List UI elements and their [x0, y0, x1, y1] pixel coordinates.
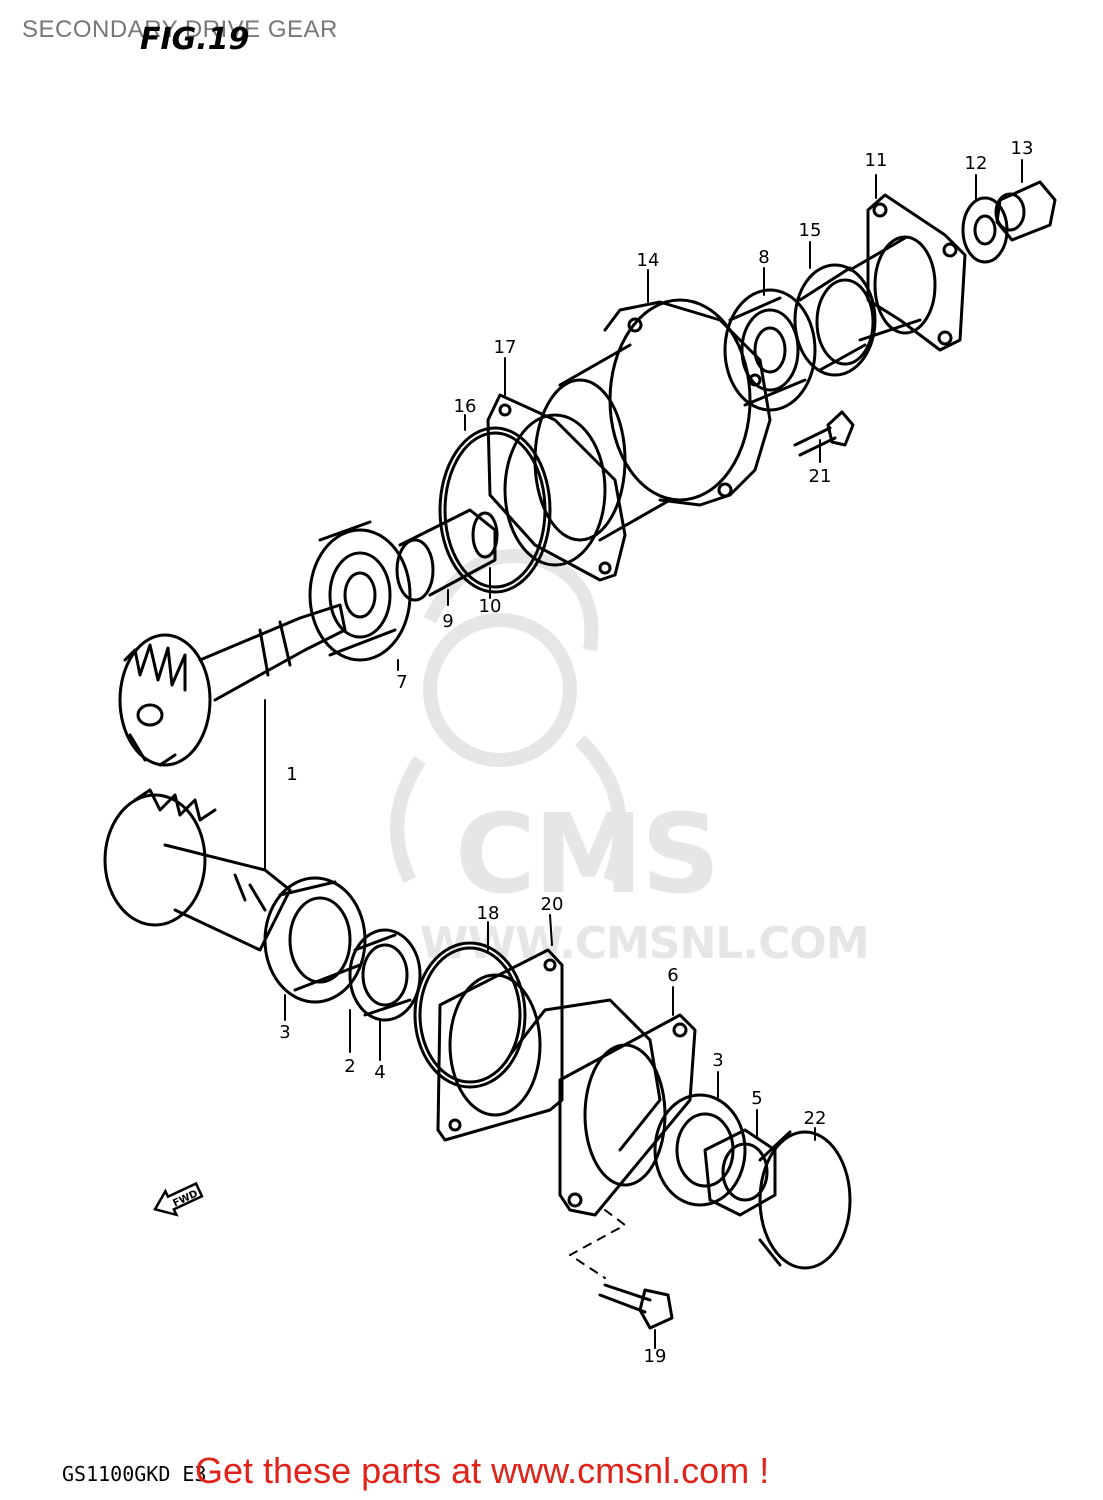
part-19-dashed-leader — [569, 1209, 626, 1279]
callout-4: 4 — [374, 1062, 385, 1083]
part-13-nut — [994, 180, 1057, 242]
callout-18: 18 — [477, 903, 500, 924]
callout-20: 20 — [541, 894, 564, 915]
part-22-cap — [758, 1130, 852, 1270]
part-5-nut — [703, 1128, 777, 1217]
callout-7: 7 — [396, 672, 407, 693]
part-2-4-spacers — [348, 928, 422, 1022]
callout-9: 9 — [442, 611, 453, 632]
callout-labels: 1 2 3 3 4 5 6 7 8 9 10 11 12 13 14 15 16… — [279, 138, 1033, 1367]
callout-6: 6 — [667, 965, 678, 986]
part-15-bearing — [793, 263, 877, 377]
callout-1: 1 — [286, 764, 297, 785]
watermark-brand: CMS — [455, 790, 720, 918]
model-code: GS1100GKD E3 — [62, 1462, 207, 1486]
part-14-housing — [533, 298, 772, 542]
callout-3a: 3 — [279, 1022, 290, 1043]
callout-5: 5 — [751, 1088, 762, 1109]
callout-13: 13 — [1011, 138, 1034, 159]
callout-10: 10 — [479, 596, 502, 617]
callout-14: 14 — [637, 250, 660, 271]
cta-link[interactable]: Get these parts at www.cmsnl.com ! — [195, 1450, 770, 1491]
part-1-gear-lower — [103, 788, 292, 952]
callout-17: 17 — [494, 337, 517, 358]
callout-16: 16 — [454, 396, 477, 417]
callout-22: 22 — [804, 1108, 827, 1129]
callout-19: 19 — [644, 1346, 667, 1367]
fwd-arrow: FWD — [153, 1181, 204, 1217]
callout-12: 12 — [965, 153, 988, 174]
part-6-housing — [508, 998, 697, 1217]
figure-label: FIG.19 — [140, 22, 250, 57]
callout-11: 11 — [865, 150, 888, 171]
part-16-oring — [438, 426, 552, 594]
part-18-oring — [413, 941, 527, 1089]
part-9-spacer — [395, 508, 499, 602]
part-17-gasket — [486, 393, 627, 582]
watermark-mascot — [390, 549, 627, 884]
part-12-washer — [961, 196, 1009, 264]
part-19-bolt — [598, 1283, 674, 1330]
page-title: SECONDARY DRIVE GEAR — [22, 16, 338, 43]
callout-15: 15 — [799, 220, 822, 241]
part-7-bearing — [308, 520, 412, 662]
label-leaders — [284, 159, 1023, 1349]
part-20-gasket — [436, 948, 564, 1142]
callout-8: 8 — [758, 247, 769, 268]
callout-21: 21 — [809, 466, 832, 487]
part-21-bolt — [793, 410, 855, 457]
callout-3b: 3 — [712, 1050, 723, 1071]
part-1-pinion-upper — [118, 603, 347, 767]
callout-2: 2 — [344, 1056, 355, 1077]
part-11-flange — [848, 193, 967, 352]
watermark-url: WWW.CMSNL.COM — [420, 918, 870, 969]
